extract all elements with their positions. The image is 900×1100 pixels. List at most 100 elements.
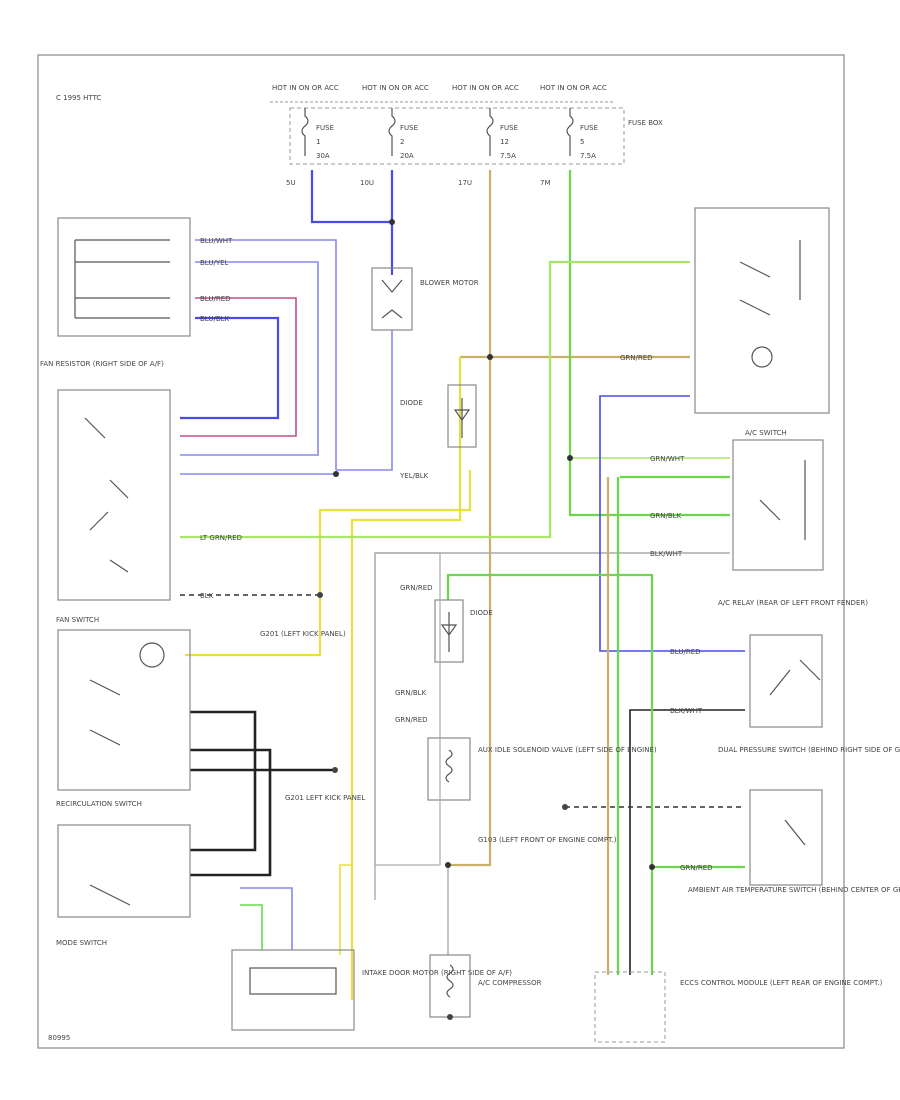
fuse-2-terminal: 10U (360, 179, 374, 187)
fan-switch-contacts (89, 679, 121, 746)
aux-solenoid-symbol (445, 749, 453, 783)
ac-relay-contacts (769, 659, 821, 696)
diode-mid: DIODE (434, 599, 493, 663)
ac-compressor-box (429, 954, 471, 1018)
junction-dot (333, 471, 339, 477)
label-blu-red-relay: BLU/RED (670, 648, 701, 656)
label-blu-red: BLU/RED (200, 295, 231, 303)
diode-top-box (447, 384, 477, 448)
relay-top-right-box (694, 207, 830, 414)
label-blu-blk: BLU/BLK (200, 315, 230, 323)
figure-number: 80995 (48, 1034, 70, 1042)
diagram-code: C 1995 HTTC (56, 94, 101, 102)
fuse-3-symbol (486, 108, 494, 156)
aux-solenoid-label: AUX IDLE SOLENOID VALVE (LEFT SIDE OF EN… (478, 746, 657, 754)
wire-fuse1-blower (310, 170, 392, 224)
fuse-4: HOT IN ON OR ACC FUSE 5 7.5A 7M (540, 84, 607, 187)
label-grn-red-ambient: GRN/RED (680, 864, 713, 872)
relay-top-contacts (739, 240, 801, 316)
diode-mid-box (434, 599, 464, 663)
ground-dot-4 (447, 1014, 453, 1020)
wire-mode-yel (339, 864, 352, 955)
wire-fan-switch-blk2 (190, 748, 272, 877)
wire-mode-grn (240, 904, 263, 950)
ac-relay-label: A/C RELAY (REAR OF LEFT FRONT FENDER) (718, 599, 868, 607)
intake-door-inner (249, 967, 337, 995)
dual-pressure-contacts (784, 819, 806, 846)
blower-motor: BLOWER MOTOR (371, 267, 479, 331)
ac-relay-box (749, 634, 823, 728)
label-grn-blk: GRN/BLK (650, 512, 682, 520)
ground-dot-2 (332, 767, 338, 773)
fuse-3: HOT IN ON OR ACC FUSE 12 7.5A 17U (452, 84, 519, 187)
resistor-switch-contacts (84, 417, 129, 573)
ac-switch-contacts (759, 460, 806, 540)
fan-resistor-block: FAN RESISTOR (RIGHT SIDE OF A/F) (40, 217, 191, 368)
junction-dot (487, 354, 493, 360)
wire-blower-out (336, 330, 393, 471)
aux-solenoid-box (427, 737, 471, 801)
label-blk-wht: BLK/WHT (650, 550, 683, 558)
ground-g201-label: G201 (LEFT KICK PANEL) (260, 630, 346, 638)
wire-mode-blu (240, 887, 293, 950)
ground-dot-3 (562, 804, 568, 810)
fuse-3-num: 12 (500, 138, 509, 146)
wire-resistor-blu-wht (195, 239, 337, 470)
fuse-block: FUSE BOX HOT IN ON OR ACC FUSE 1 30A 5U … (270, 84, 663, 187)
blower-motor-label: BLOWER MOTOR (420, 279, 479, 287)
fuse-3-hot: HOT IN ON OR ACC (452, 84, 519, 92)
fuse-2-name: FUSE (400, 124, 418, 132)
wire-resistor-blu-yel (180, 261, 319, 456)
fan-switch-box (57, 629, 191, 791)
junction-dot (389, 219, 395, 225)
dual-pressure-label: DUAL PRESSURE SWITCH (BEHIND RIGHT SIDE … (718, 746, 900, 754)
label-grn-wht: GRN/WHT (650, 455, 685, 463)
junction-dot (649, 864, 655, 870)
wire-yel-blk (185, 470, 472, 657)
relay-top-right (694, 207, 830, 414)
mode-switch-label: MODE SWITCH (56, 939, 107, 947)
aux-solenoid: AUX IDLE SOLENOID VALVE (LEFT SIDE OF EN… (427, 737, 657, 844)
recirc-switch: RECIRCULATION SWITCH MODE SWITCH G201 LE… (56, 767, 365, 947)
fuse-4-name: FUSE (580, 124, 598, 132)
fuse-2: HOT IN ON OR ACC FUSE 2 20A 10U (360, 84, 429, 187)
fuse-2-hot: HOT IN ON OR ACC (362, 84, 429, 92)
wire-label-group: BLU/WHT BLU/YEL BLU/RED BLU/BLK LT GRN/R… (200, 237, 713, 872)
intake-door-label: INTAKE DOOR MOTOR (RIGHT SIDE OF A/F) (362, 969, 512, 977)
diode-top-label: DIODE (400, 399, 423, 407)
junction-dots (333, 219, 655, 870)
fuse-4-hot: HOT IN ON OR ACC (540, 84, 607, 92)
resistor-block-inner (74, 239, 170, 319)
fuse-1: HOT IN ON OR ACC FUSE 1 30A 5U (272, 84, 339, 187)
fan-switch-lamp (139, 642, 165, 668)
ecm-box (594, 971, 666, 1043)
resistor-switch-block: FAN SWITCH G201 (LEFT KICK PANEL) (56, 389, 346, 638)
label-lt-grn-red: LT GRN/RED (200, 534, 242, 542)
diagram-frame (37, 54, 845, 1049)
fuse-1-num: 1 (316, 138, 320, 146)
fuse-2-num: 2 (400, 138, 404, 146)
ac-switch-label: A/C SWITCH (745, 429, 787, 437)
label-grn-red-3: GRN/RED (395, 716, 428, 724)
wire-diode-green (446, 573, 654, 975)
resistor-block-box (57, 217, 191, 337)
ac-compressor: A/C COMPRESSOR (429, 954, 542, 1020)
recirc-switch-contacts (89, 884, 131, 906)
fuse-4-amp: 7.5A (580, 152, 596, 160)
recirc-switch-label: RECIRCULATION SWITCH (56, 800, 142, 808)
ac-switch: A/C SWITCH (732, 429, 824, 571)
fuse-4-terminal: 7M (540, 179, 551, 187)
diode-top: DIODE (400, 384, 477, 448)
wire-fuse3-tan (448, 170, 492, 867)
wire-resistor-blu-blk (180, 316, 280, 420)
wire-blk-ac (374, 552, 730, 900)
fuse-4-symbol (566, 108, 574, 156)
wire-blk-wht-relay (629, 709, 745, 975)
diode-mid-label: DIODE (470, 609, 493, 617)
junction-dot (567, 455, 573, 461)
label-yel-blk: YEL/BLK (399, 472, 429, 480)
ground-dot-1 (317, 592, 323, 598)
fuse-1-hot: HOT IN ON OR ACC (272, 84, 339, 92)
intake-door-box (231, 949, 355, 1031)
fan-resistor-label: FAN RESISTOR (RIGHT SIDE OF A/F) (40, 360, 164, 368)
